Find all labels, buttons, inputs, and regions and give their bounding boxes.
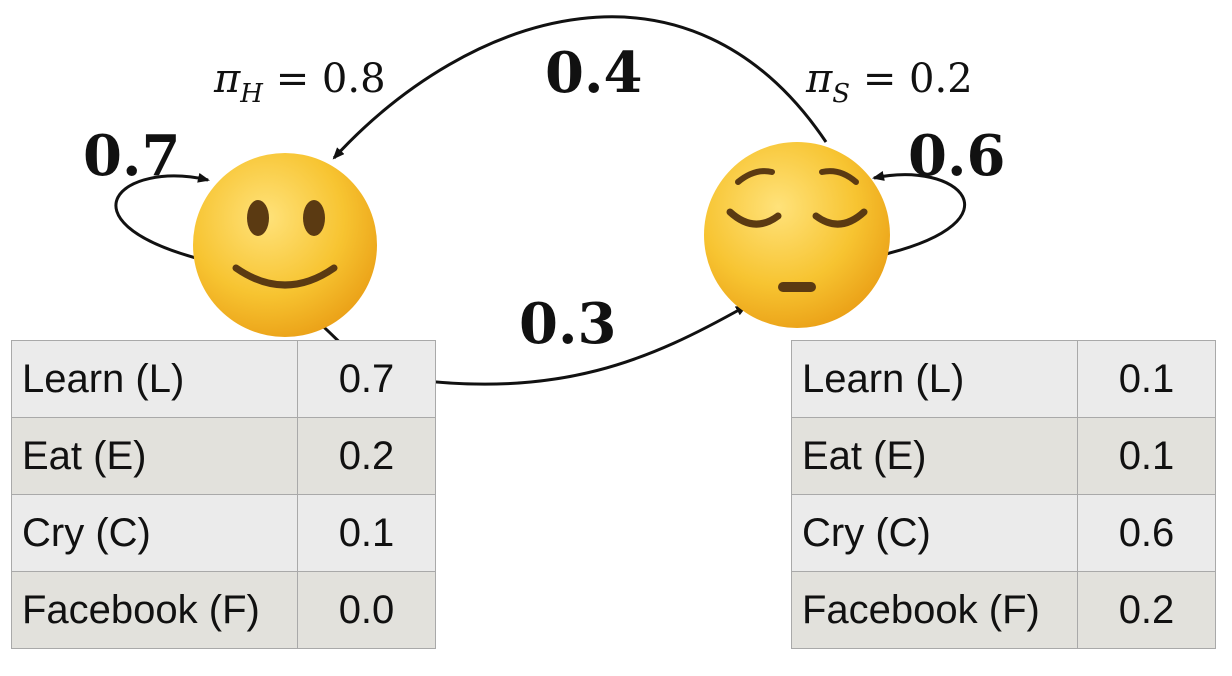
emission-label: Learn (L) xyxy=(791,340,1078,418)
table-row: Eat (E)0.2 xyxy=(11,417,436,495)
emission-label: Facebook (F) xyxy=(791,571,1078,649)
emission-table-sad: Learn (L)0.1 Eat (E)0.1 Cry (C)0.6 Faceb… xyxy=(791,340,1216,649)
prior-sad-sub: S xyxy=(832,79,851,109)
emission-value: 0.1 xyxy=(297,494,436,572)
self-loop-sad xyxy=(872,171,966,256)
arrow-sad-to-happy xyxy=(332,15,828,160)
self-loop-happy xyxy=(114,172,210,260)
emission-label: Facebook (F) xyxy=(11,571,298,649)
prior-happy-symbol: π xyxy=(214,56,241,102)
emission-value: 0.2 xyxy=(297,417,436,495)
emission-label: Learn (L) xyxy=(11,340,298,418)
emission-table-happy: Learn (L)0.7 Eat (E)0.2 Cry (C)0.1 Faceb… xyxy=(11,340,436,649)
table-row: Cry (C)0.1 xyxy=(11,494,436,572)
transition-happy-to-sad-label: 0.3 xyxy=(519,291,617,357)
emission-value: 0.6 xyxy=(1077,494,1216,572)
self-loop-sad-label: 0.6 xyxy=(908,123,1006,189)
prior-sad-value: = 0.2 xyxy=(862,56,973,102)
table-row: Cry (C)0.6 xyxy=(791,494,1216,572)
prior-sad-symbol: π xyxy=(806,56,833,102)
self-loop-happy-label: 0.7 xyxy=(83,123,181,189)
transition-sad-to-happy-label: 0.4 xyxy=(545,40,643,106)
emission-value: 0.7 xyxy=(297,340,436,418)
table-row: Facebook (F)0.0 xyxy=(11,571,436,649)
emission-label: Eat (E) xyxy=(11,417,298,495)
emission-value: 0.0 xyxy=(297,571,436,649)
emission-label: Cry (C) xyxy=(11,494,298,572)
table-row: Facebook (F)0.2 xyxy=(791,571,1216,649)
table-row: Learn (L)0.7 xyxy=(11,340,436,418)
prior-sad: πS = 0.2 xyxy=(806,56,973,109)
emission-label: Eat (E) xyxy=(791,417,1078,495)
emission-value: 0.1 xyxy=(1077,417,1216,495)
pensive-face-icon xyxy=(704,142,890,328)
table-row: Learn (L)0.1 xyxy=(791,340,1216,418)
slightly-smiling-face-icon xyxy=(193,153,377,337)
table-row: Eat (E)0.1 xyxy=(791,417,1216,495)
emission-value: 0.2 xyxy=(1077,571,1216,649)
emission-value: 0.1 xyxy=(1077,340,1216,418)
prior-happy-sub: H xyxy=(240,79,263,109)
prior-happy: πH = 0.8 xyxy=(214,56,386,109)
prior-happy-value: = 0.8 xyxy=(275,56,386,102)
emission-label: Cry (C) xyxy=(791,494,1078,572)
